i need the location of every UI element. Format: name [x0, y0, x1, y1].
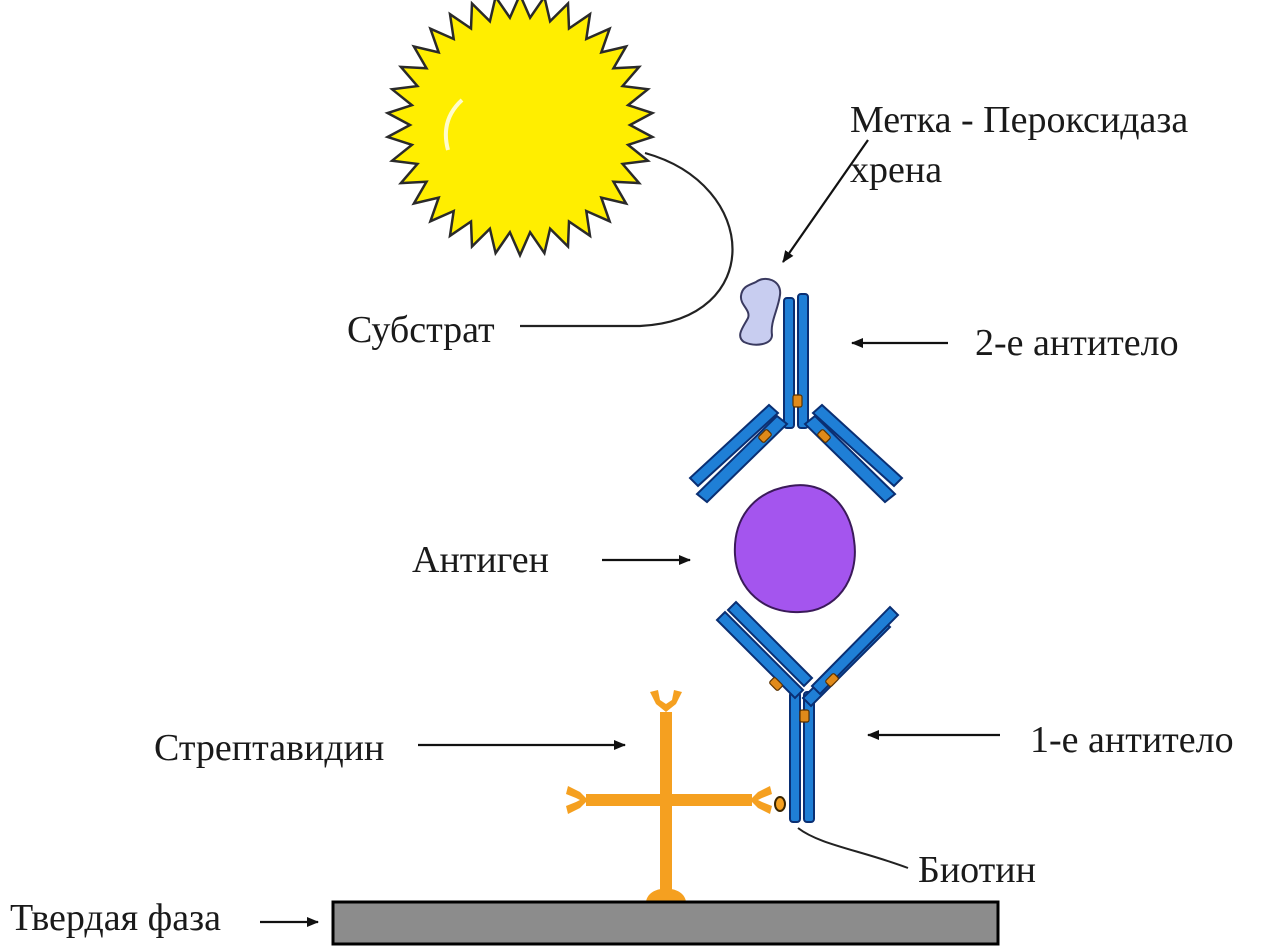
enzyme-shape [740, 279, 780, 345]
antigen-label: Антиген [412, 539, 549, 581]
label-line2-text: хрена [850, 149, 942, 191]
antibody2-label: 2-е антитело [975, 322, 1179, 364]
antibody1-label: 1-е антитело [1030, 719, 1234, 761]
biotin-curve [798, 828, 908, 868]
solid-phase-plate [333, 902, 998, 944]
streptavidin-shape [566, 690, 772, 902]
biotin-shape [775, 797, 785, 811]
streptavidin-label: Стрептавидин [154, 727, 384, 769]
substrate-label: Субстрат [347, 309, 495, 351]
sun-shape [388, 0, 653, 255]
label-line1-text: Метка - Пероксидаза [850, 99, 1188, 141]
solid-phase-label: Твердая фаза [10, 897, 221, 939]
biotin-label: Биотин [918, 849, 1036, 891]
antigen-shape [735, 485, 855, 612]
